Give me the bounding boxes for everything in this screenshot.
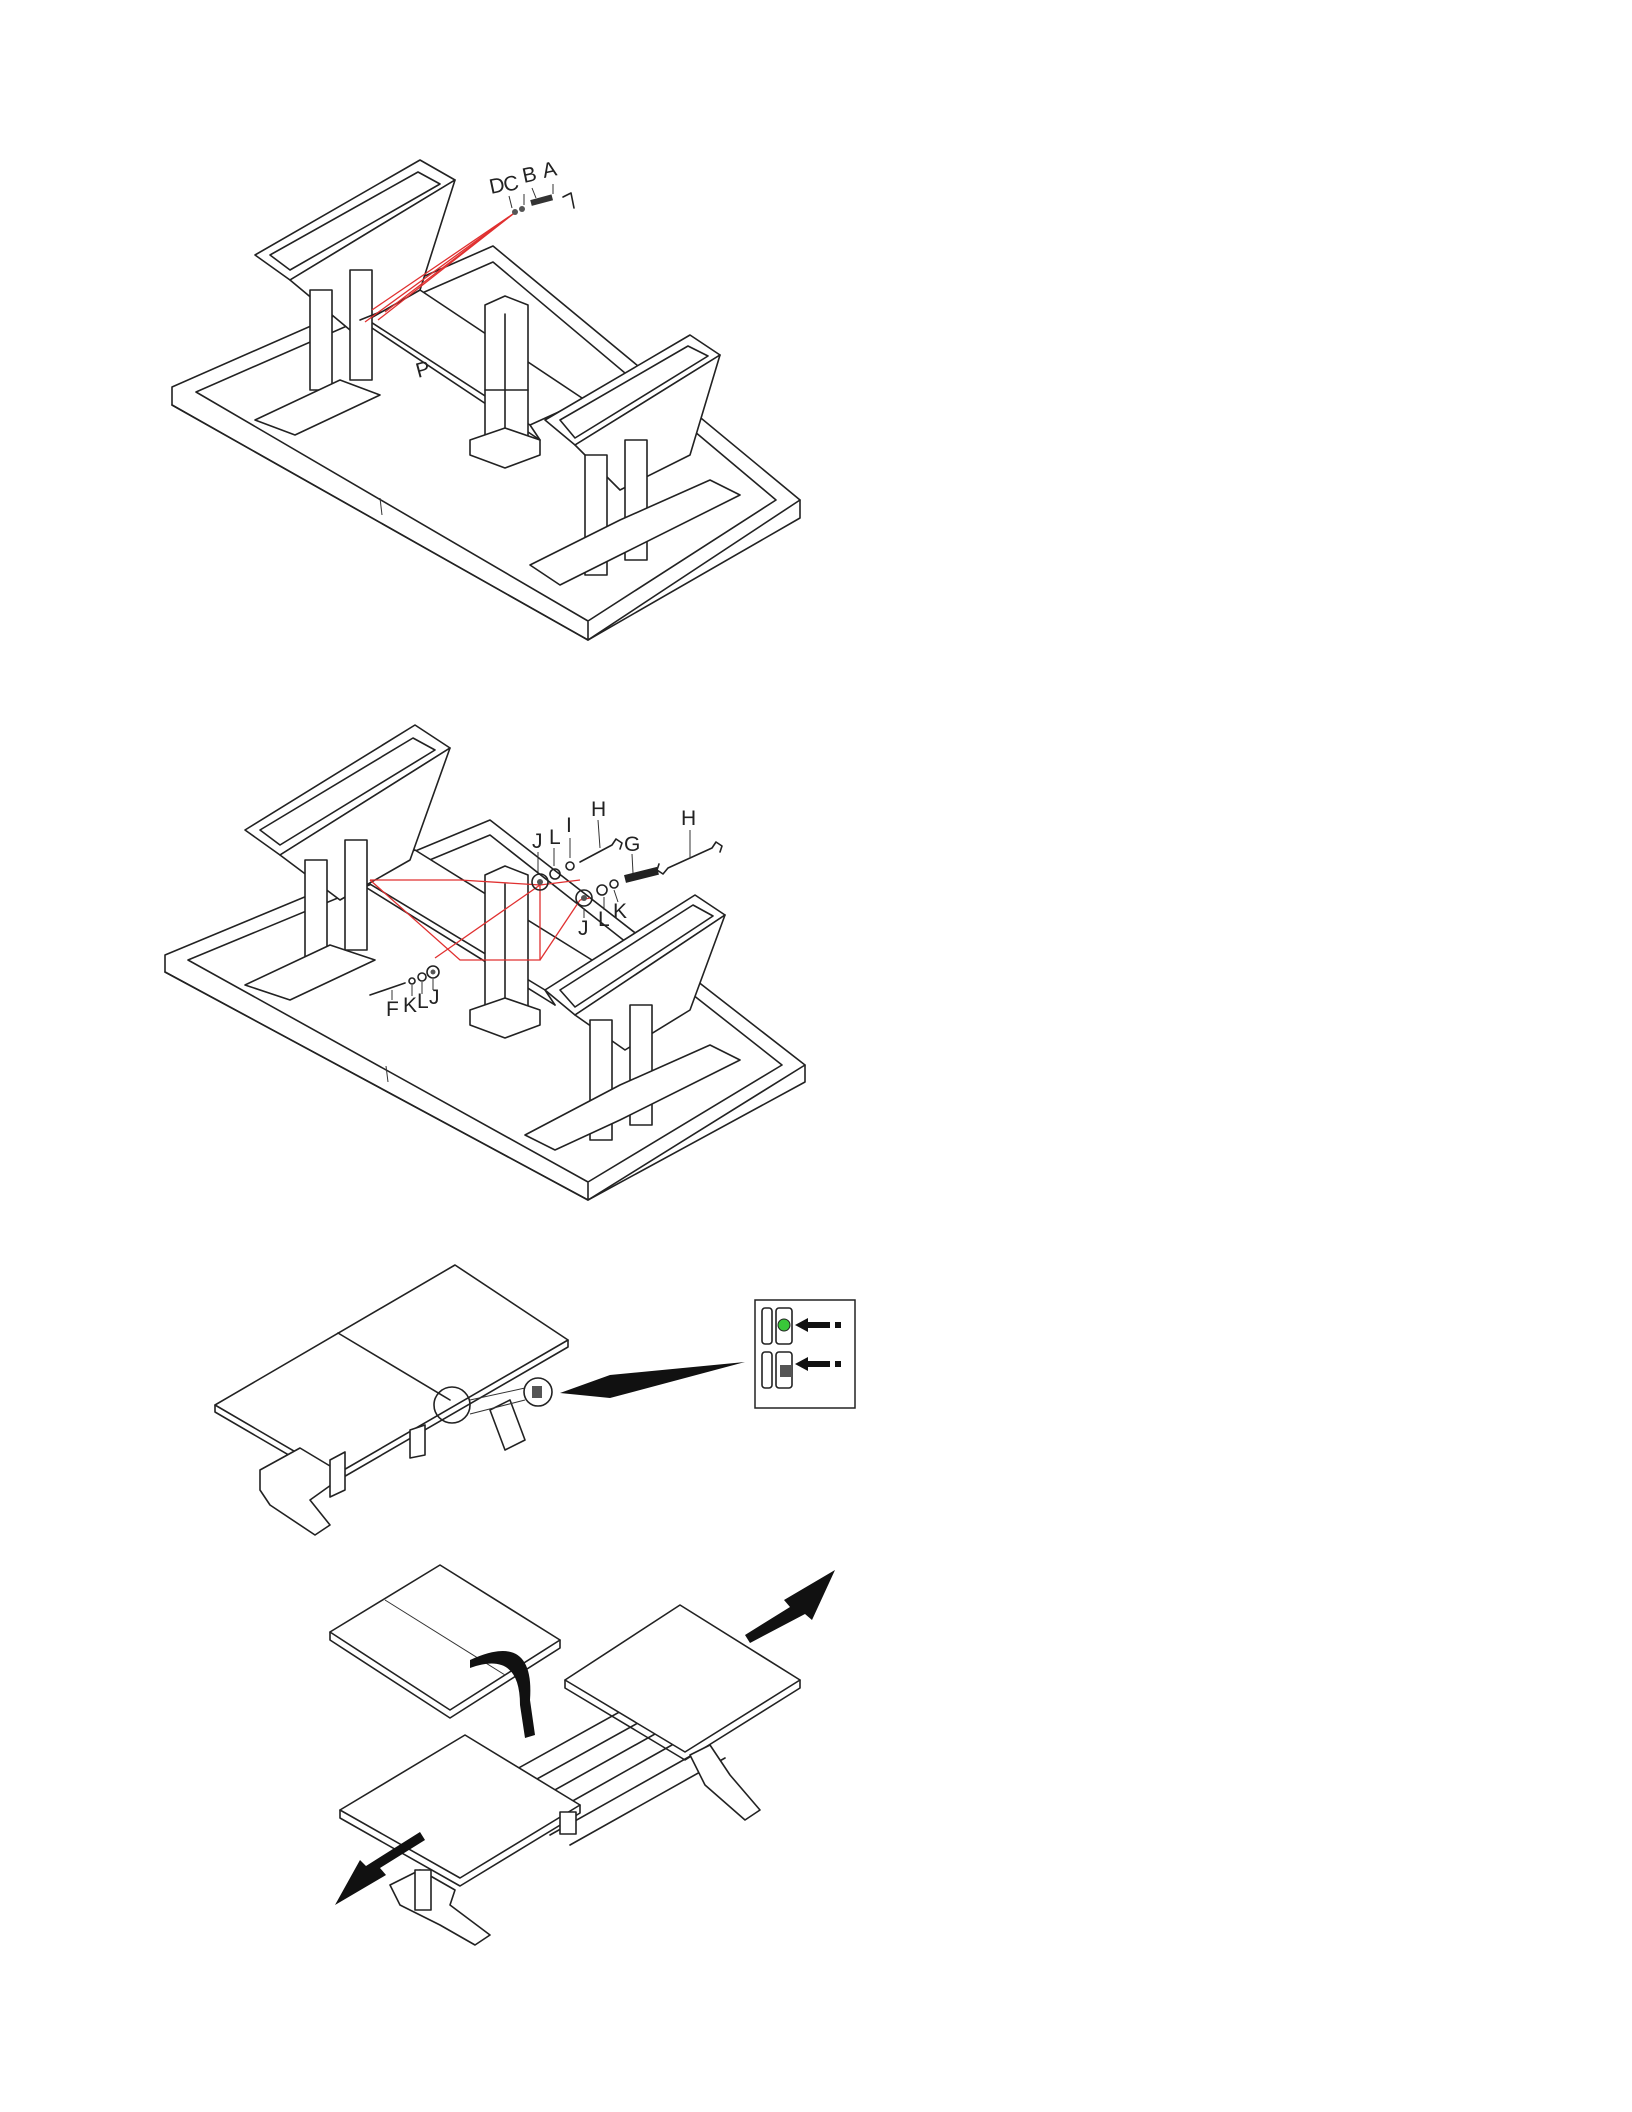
arrow-icon — [470, 1651, 535, 1738]
label-l-mid: L — [598, 908, 610, 931]
label-k-bot: K — [403, 994, 417, 1017]
bolt-icon — [624, 867, 659, 883]
label-b: B — [520, 162, 538, 187]
step2-beam-bolting: H H I L J G J L K F K L J — [0, 720, 1632, 1220]
arrow-icon — [560, 1362, 745, 1398]
label-g: G — [624, 833, 640, 856]
wrench-icon — [580, 839, 622, 862]
bolt-icon — [530, 194, 553, 205]
label-h-right: H — [681, 807, 696, 830]
left-table-half — [340, 1735, 580, 1945]
latch-detail-box — [755, 1300, 855, 1408]
label-j-mid: J — [578, 917, 589, 940]
label-i: I — [566, 814, 572, 837]
label-f: F — [386, 998, 399, 1021]
latch-detail-small — [524, 1378, 552, 1406]
washer-c — [519, 206, 525, 212]
step4-extension-leaf — [0, 1560, 1632, 1960]
label-a: A — [540, 157, 558, 182]
label-l-top: L — [549, 826, 561, 849]
step3-top-latch — [0, 1260, 1632, 1550]
label-j-bot: J — [429, 986, 440, 1009]
washer-d — [512, 209, 518, 215]
right-table-half — [565, 1605, 800, 1820]
arrow-icon — [745, 1570, 835, 1643]
assembled-table — [215, 1265, 568, 1535]
label-k-mid: K — [613, 900, 627, 923]
step1-base-assembly: D C B A P — [0, 140, 1632, 660]
label-j-top: J — [532, 830, 543, 853]
label-l-bot: L — [417, 990, 429, 1013]
label-h-left: H — [591, 798, 606, 821]
wrench-icon — [563, 193, 574, 208]
